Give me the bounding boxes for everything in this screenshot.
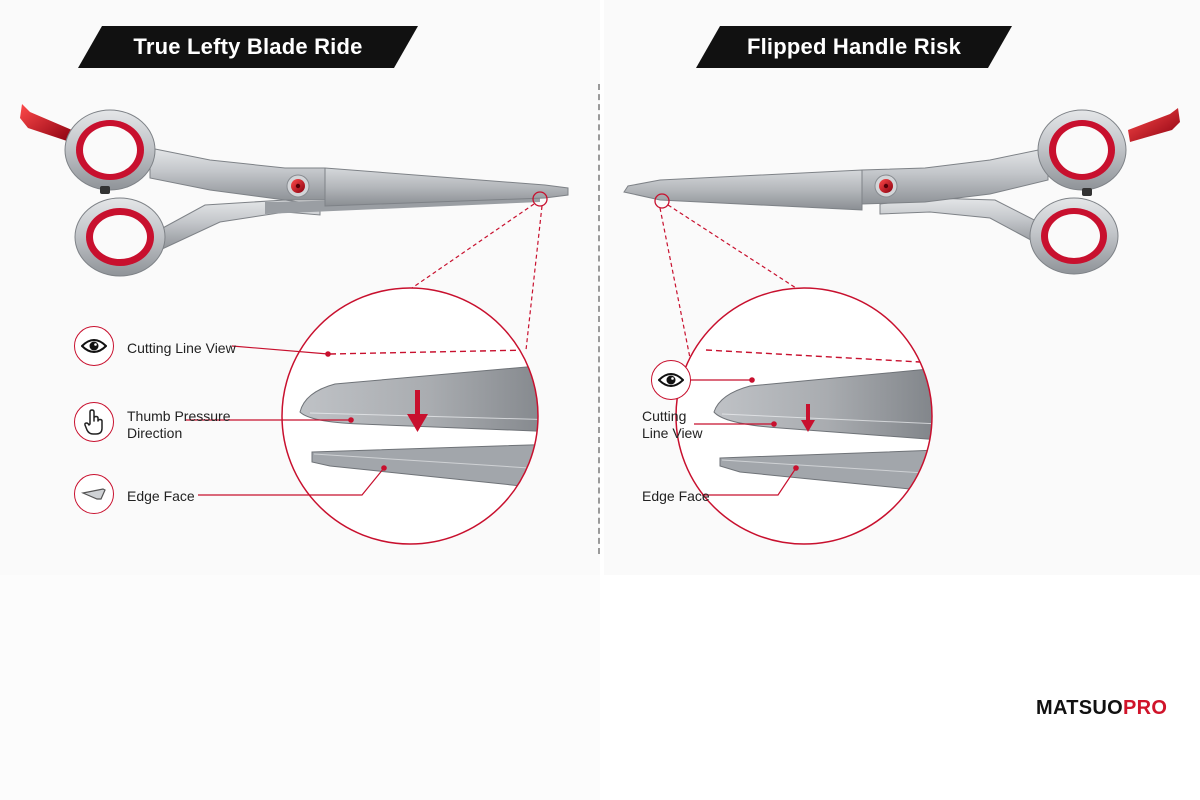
blade-edge-icon [81, 488, 106, 500]
brand-logo: MATSUOPRO [1036, 697, 1167, 720]
right-cutting-line-label-1: Cutting [642, 408, 687, 424]
left-thumb-pressure-arrow [407, 414, 428, 432]
brand-name-part2: PRO [1122, 697, 1168, 719]
left-cutting-line-label: Cutting Line View [127, 340, 236, 356]
right-edge-face-label: Edge Face [642, 488, 710, 504]
left-thumb-pressure-label-1: Thumb Pressure [127, 408, 231, 424]
lower-left-background [0, 575, 600, 800]
left-edge-face-label: Edge Face [127, 488, 195, 504]
left-zoom-target [532, 191, 548, 207]
right-eye-icon-badge [651, 360, 691, 400]
left-thumb-pressure-label-2: Direction [127, 425, 183, 441]
left-title-banner: True Lefty Blade Ride [78, 26, 418, 68]
right-scissors [623, 108, 1180, 275]
right-title: Flipped Handle Risk [746, 34, 962, 59]
right-title-banner: Flipped Handle Risk [696, 26, 1012, 68]
right-finger-rest [1128, 108, 1180, 142]
eye-icon [81, 339, 107, 353]
right-zoom-target [654, 193, 670, 209]
left-hand-icon-badge [74, 402, 114, 442]
hand-pointer-icon [84, 409, 103, 435]
left-zoom-circle [281, 287, 539, 545]
left-eye-icon-badge [74, 326, 114, 366]
right-zoom-circle [675, 287, 933, 545]
left-scissors [20, 104, 569, 277]
right-thumb-pressure-arrow [801, 420, 815, 432]
right-cutting-line-label-2: Line View [642, 425, 703, 441]
brand-name-part1: MATSUO [1036, 697, 1123, 719]
left-finger-rest [20, 104, 72, 142]
panel-divider [598, 84, 600, 554]
eye-icon [658, 373, 684, 387]
left-title: True Lefty Blade Ride [133, 34, 363, 59]
left-edge-icon-badge [74, 474, 114, 514]
